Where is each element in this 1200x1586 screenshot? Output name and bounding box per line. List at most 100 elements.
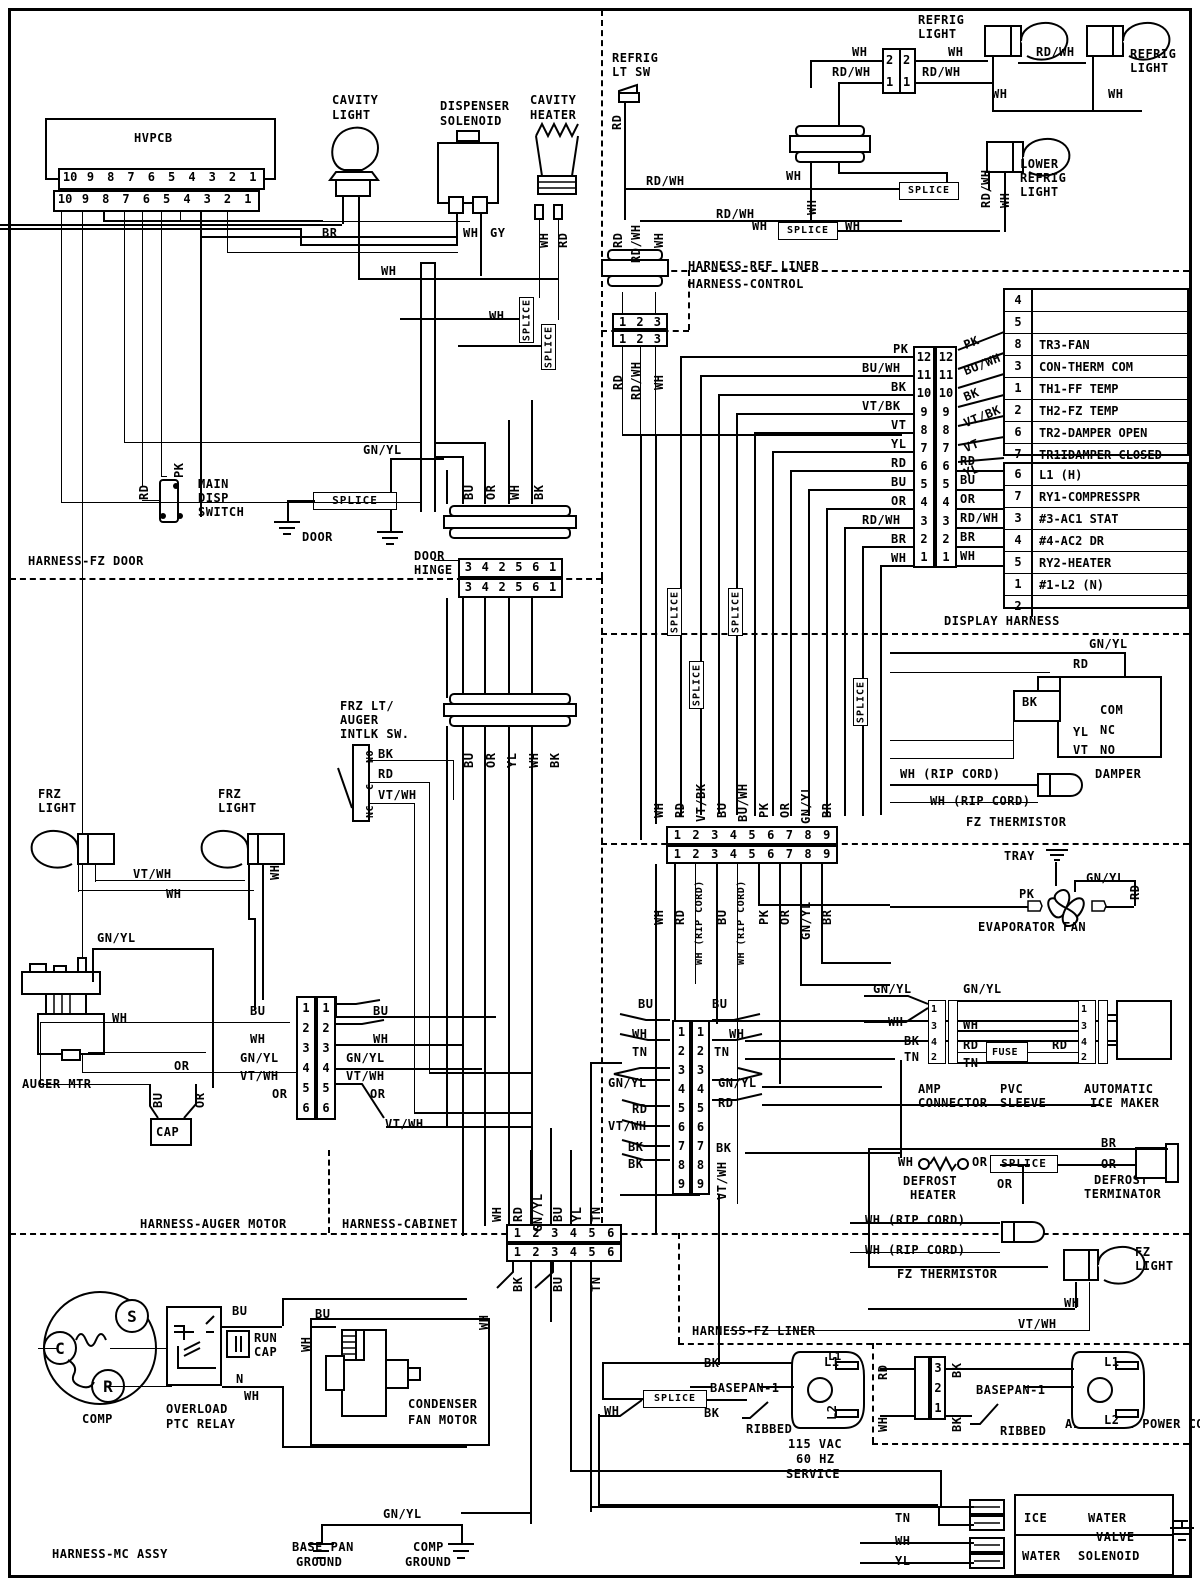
pin: 8 [102,192,110,206]
pin: 7 [785,847,793,861]
pin: 8 [942,422,950,437]
wire-label: GY [490,226,506,240]
pin: 6 [767,828,775,842]
pin: 2 [636,332,644,346]
wire-label: BU [712,997,728,1011]
pin: 7 [696,1138,705,1153]
overload-ptc-l2: PTC RELAY [166,1417,236,1431]
divider-vert-top [601,10,603,578]
wire-label: WH [477,1314,491,1330]
svg-text:S: S [127,1307,137,1326]
grommet-door-upper [443,505,577,539]
defrost-term-l1: DEFROST [1094,1173,1149,1187]
cap-label: CAP [156,1125,180,1139]
wvs-water-bottom: WATER [1022,1549,1061,1563]
wire-label: RD [137,484,151,500]
sheet-border-bottom [8,1575,1192,1578]
pin: 6 [607,1226,615,1240]
wire-label: RD [611,232,625,248]
pin: 6 [607,1245,615,1259]
pin: 5 [302,1081,310,1095]
door-ground-symbol [274,521,300,535]
fz-door-ground-symbol [377,531,403,545]
wire-label: WH [845,219,861,233]
refrig-lt-sw-l1: REFRIG [612,51,659,65]
pin: 3 [464,560,473,574]
wire-label: BK [891,380,907,394]
terminal-c: C [365,783,376,790]
pin: 2 [302,1021,310,1035]
hvpcb-pins-bottom: 10 9 8 7 6 5 4 3 2 1 [53,190,260,212]
alt-plug-l1: L1 [1104,1355,1120,1369]
wire-label: WH [244,1389,260,1403]
wvs-water-top: WATER [1088,1511,1127,1525]
pin: 2 [228,170,237,184]
base-pan-ground-l1: BASE PAN [292,1540,354,1554]
pin: 9 [942,404,950,419]
pin: 2 [532,1226,540,1240]
service-l2: 60 HZ [796,1452,835,1466]
pin: 2 [934,1381,942,1395]
pin: 6 [677,1119,686,1134]
alt-plug-l2: L2 [1104,1413,1120,1427]
pin: 8 [677,1157,686,1172]
run-cap-l2: CAP [254,1345,278,1359]
divider-ref-liner [601,270,1189,272]
wire-label: OR [484,752,498,768]
wire-label: BK [548,752,562,768]
wire-label: RD [1052,1038,1068,1052]
pin: 1 [931,1004,938,1015]
wire-label: BU [462,484,476,500]
pin: 1 [673,847,681,861]
refrig-light-2-l1: REFRIG [1130,47,1177,61]
divider-altcord-h [872,1443,1189,1445]
sheet-border-left [8,8,11,1578]
wire-label: OR [972,1155,988,1169]
cabinet-9pin-left: 1 2 3 4 5 6 7 8 9 [672,1020,691,1195]
power-cord-plug-icon: L1 [791,1350,865,1429]
alt-cord-3pin-right: 3 2 1 [930,1356,946,1420]
wire-label: YL [891,437,907,451]
pin: 1 [548,560,557,574]
term-row: 1#1-L2 (N) [1005,574,1187,596]
wire-label: OR [997,1177,1013,1191]
dispenser-solenoid-label-l1: DISPENSER [440,99,510,113]
pin: 4 [481,560,489,574]
pin: 1 [1081,1004,1088,1015]
dispenser-solenoid-label-l2: SOLENOID [440,114,502,128]
pin: 4 [569,1226,577,1240]
pin: 1 [619,332,627,346]
splice-wh: SPLICE [778,222,838,240]
pin: 3 [934,1361,942,1375]
pin: 3 [920,513,928,528]
pin: 7 [127,170,135,184]
pin: 5 [588,1245,596,1259]
wire-label: TN [632,1045,648,1059]
run-cap-l1: RUN [254,1331,278,1345]
wire-label: BR [322,226,338,240]
frz-light-1-l2: LIGHT [38,801,77,815]
icemaker-l1: AUTOMATIC [1084,1082,1154,1096]
pin: 1 [886,75,894,89]
pin: 2 [636,315,644,329]
base-pan-ground-l2: GROUND [296,1555,343,1569]
wire-label: PK [757,909,771,925]
wire-label: WH [489,309,505,323]
pin: 4 [942,495,950,510]
pin: 3 [551,1245,559,1259]
dispenser-terminal-1 [448,196,464,214]
wire-label: RD/WH [960,511,999,525]
wire-label: BU [960,473,976,487]
wire-label: WH [786,169,802,183]
door-ground-label: DOOR [302,530,333,544]
pin: 5 [588,1226,596,1240]
water-valve-ground-symbol [1170,1520,1194,1541]
wire-label: BK [378,747,394,761]
pin: 2 [931,1052,938,1063]
alt-ribbed-label: RIBBED [1000,1424,1047,1438]
wire-label: TN [714,1045,730,1059]
pin: 8 [804,847,812,861]
fuse-body [986,1042,1028,1062]
wire-label: WH (RIP CORD) [865,1213,966,1227]
door-hinge-pins-top: 3 4 2 5 6 1 [458,558,563,578]
